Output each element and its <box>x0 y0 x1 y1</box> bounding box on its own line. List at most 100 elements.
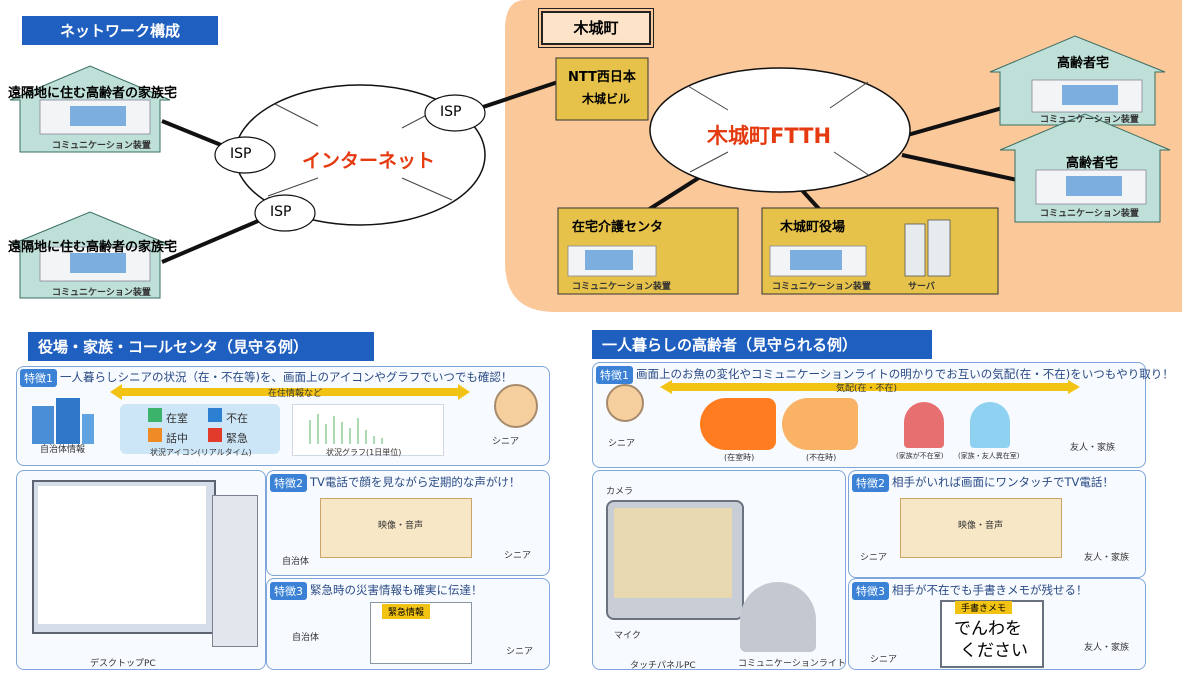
left-panel-title: 役場・家族・コールセンタ（見守る例） <box>28 332 374 361</box>
left-f2-text: TV電話で顔を見ながら定期的な声がけ！ <box>310 475 521 489</box>
senior-avatar <box>494 384 538 428</box>
right-f1-arrow-label: 気配(在・不在) <box>836 384 898 394</box>
internet-label: インターネット <box>302 150 436 172</box>
senior-label-right: シニア <box>608 439 636 449</box>
right-f2-arrow: 映像・音声 <box>958 521 1004 531</box>
right-f1-arrow <box>660 380 1080 394</box>
comm-light-label: コミュニケーションライト <box>738 659 846 669</box>
town-hall-label: 木城町役場 <box>780 220 846 235</box>
memo-line-1: でんわを <box>954 619 1022 639</box>
fish-present-image <box>700 398 776 450</box>
isp-label-1: ISP <box>230 146 252 162</box>
ntt-box <box>555 57 649 121</box>
touch-pc-label: タッチパネルPC <box>630 661 696 671</box>
status-icon-panel <box>120 404 280 454</box>
left-f3-text: 緊急時の災害情報も確実に伝達！ <box>310 583 483 597</box>
senior-label-right-2: シニア <box>860 553 888 563</box>
network-title: ネットワーク構成 <box>22 16 218 45</box>
home-icon <box>148 408 162 422</box>
isp-label-2: ISP <box>270 204 292 220</box>
light-label-1: (家族が不在室) <box>896 452 944 460</box>
left-f2-arrow: 映像・音声 <box>378 521 424 531</box>
right-f3-text: 相手が不在でも手書きメモが残せる！ <box>892 583 1088 597</box>
right-feature-1 <box>592 362 1146 468</box>
desktop-screen <box>38 486 206 624</box>
absent-icon <box>208 408 222 422</box>
desktop-label: デスクトップPC <box>90 659 156 669</box>
friend-family-label-2: 友人・家族 <box>1084 553 1130 563</box>
ftth-label: 木城町FTTH <box>707 124 832 148</box>
friend-family-label-3: 友人・家族 <box>1084 643 1130 653</box>
touch-screen <box>614 508 732 598</box>
gov-label-1: 自治体 <box>282 557 310 567</box>
right-f2-text: 相手がいれば画面にワンタッチでTV電話！ <box>892 475 1114 489</box>
senior-label-3: シニア <box>506 647 534 657</box>
ntt-label-2: 木城ビル <box>582 92 631 106</box>
status-emergency: 緊急 <box>226 432 248 445</box>
town-label: 木城町 <box>538 8 654 48</box>
hall-device-label: コミュニケーション装置 <box>772 282 871 292</box>
ntt-label-1: NTT西日本 <box>568 70 636 85</box>
mic-label: マイク <box>614 631 641 641</box>
fish-absent-image <box>782 398 858 450</box>
left-feature-1 <box>16 366 550 466</box>
senior-label-2: シニア <box>504 551 532 561</box>
remote-home-label-2: 遠隔地に住む高齢者の家族宅 <box>8 240 178 255</box>
isp-label-3: ISP <box>440 104 462 120</box>
right-tv-phone-screen <box>900 498 1062 558</box>
left-f1-label: 特徴1 <box>20 369 57 387</box>
status-graph <box>292 404 444 456</box>
fish-present-label: (在室時) <box>724 453 755 462</box>
care-device-label: コミュニケーション装置 <box>572 282 671 292</box>
phone-icon <box>148 428 162 442</box>
status-talking: 話中 <box>166 432 188 445</box>
gov-info-label: 自治体情報 <box>40 445 86 455</box>
light-absent-image <box>904 402 944 448</box>
connection-lines <box>161 80 1023 264</box>
graph-bars <box>309 414 383 444</box>
left-f1-arrow <box>110 384 470 400</box>
light-label-2: (家族・友人異在室) <box>958 452 1020 460</box>
senior-avatar-right <box>606 384 644 422</box>
communication-light <box>740 582 816 652</box>
device-label-3: コミュニケーション装置 <box>1040 115 1139 125</box>
building-icon <box>32 398 94 444</box>
elder-home-label-1: 高齢者宅 <box>1057 56 1110 71</box>
left-f3-label: 特徴3 <box>270 582 307 600</box>
care-center-label: 在宅介護センタ <box>572 220 664 235</box>
right-f1-label: 特徴1 <box>596 366 633 384</box>
friend-family-label-1: 友人・家族 <box>1070 443 1116 453</box>
left-f3-arrow: 緊急情報 <box>382 604 431 619</box>
desktop-tower <box>212 495 258 647</box>
elder-home-label-2: 高齢者宅 <box>1066 156 1119 171</box>
left-f1-arrow-label: 在住情報など <box>268 389 323 399</box>
light-present-image <box>970 402 1010 448</box>
server-label: サーバ <box>908 282 935 292</box>
gov-label-2: 自治体 <box>292 633 320 643</box>
device-label-1: コミュニケーション装置 <box>52 141 151 151</box>
left-f2-label: 特徴2 <box>270 474 307 492</box>
fish-absent-label: (不在時) <box>806 453 837 462</box>
tv-phone-screen <box>320 498 472 558</box>
device-label-4: コミュニケーション装置 <box>1040 209 1139 219</box>
ftth-cloud <box>649 67 911 193</box>
right-f1-text: 画面上のお魚の変化やコミュニケーションライトの明かりでお互いの気配(在・不在)を… <box>636 367 1174 381</box>
senior-label: シニア <box>492 437 520 447</box>
camera-label: カメラ <box>606 487 634 497</box>
device-label-2: コミュニケーション装置 <box>52 288 151 298</box>
right-f3-label: 特徴3 <box>852 582 889 600</box>
left-f1-text: 一人暮らしシニアの状況（在・不在等)を、画面上のアイコンやグラフでいつでも確認！ <box>60 370 513 384</box>
right-f2-label: 特徴2 <box>852 474 889 492</box>
server-icon <box>904 219 951 277</box>
memo-line-2: ください <box>960 641 1028 661</box>
memo-title: 手書きメモ <box>955 601 1013 614</box>
remote-home-label-1: 遠隔地に住む高齢者の家族宅 <box>8 86 178 101</box>
network-diagram <box>9 0 1182 312</box>
senior-label-right-3: シニア <box>870 655 898 665</box>
status-present: 在室 <box>166 412 188 425</box>
graph-caption: 状況グラフ(1日単位) <box>326 448 402 457</box>
status-absent: 不在 <box>226 412 248 425</box>
icon-caption: 状況アイコン(リアルタイム) <box>150 448 252 457</box>
right-panel-title: 一人暮らしの高齢者（見守られる例） <box>592 330 932 359</box>
alert-icon <box>208 428 222 442</box>
